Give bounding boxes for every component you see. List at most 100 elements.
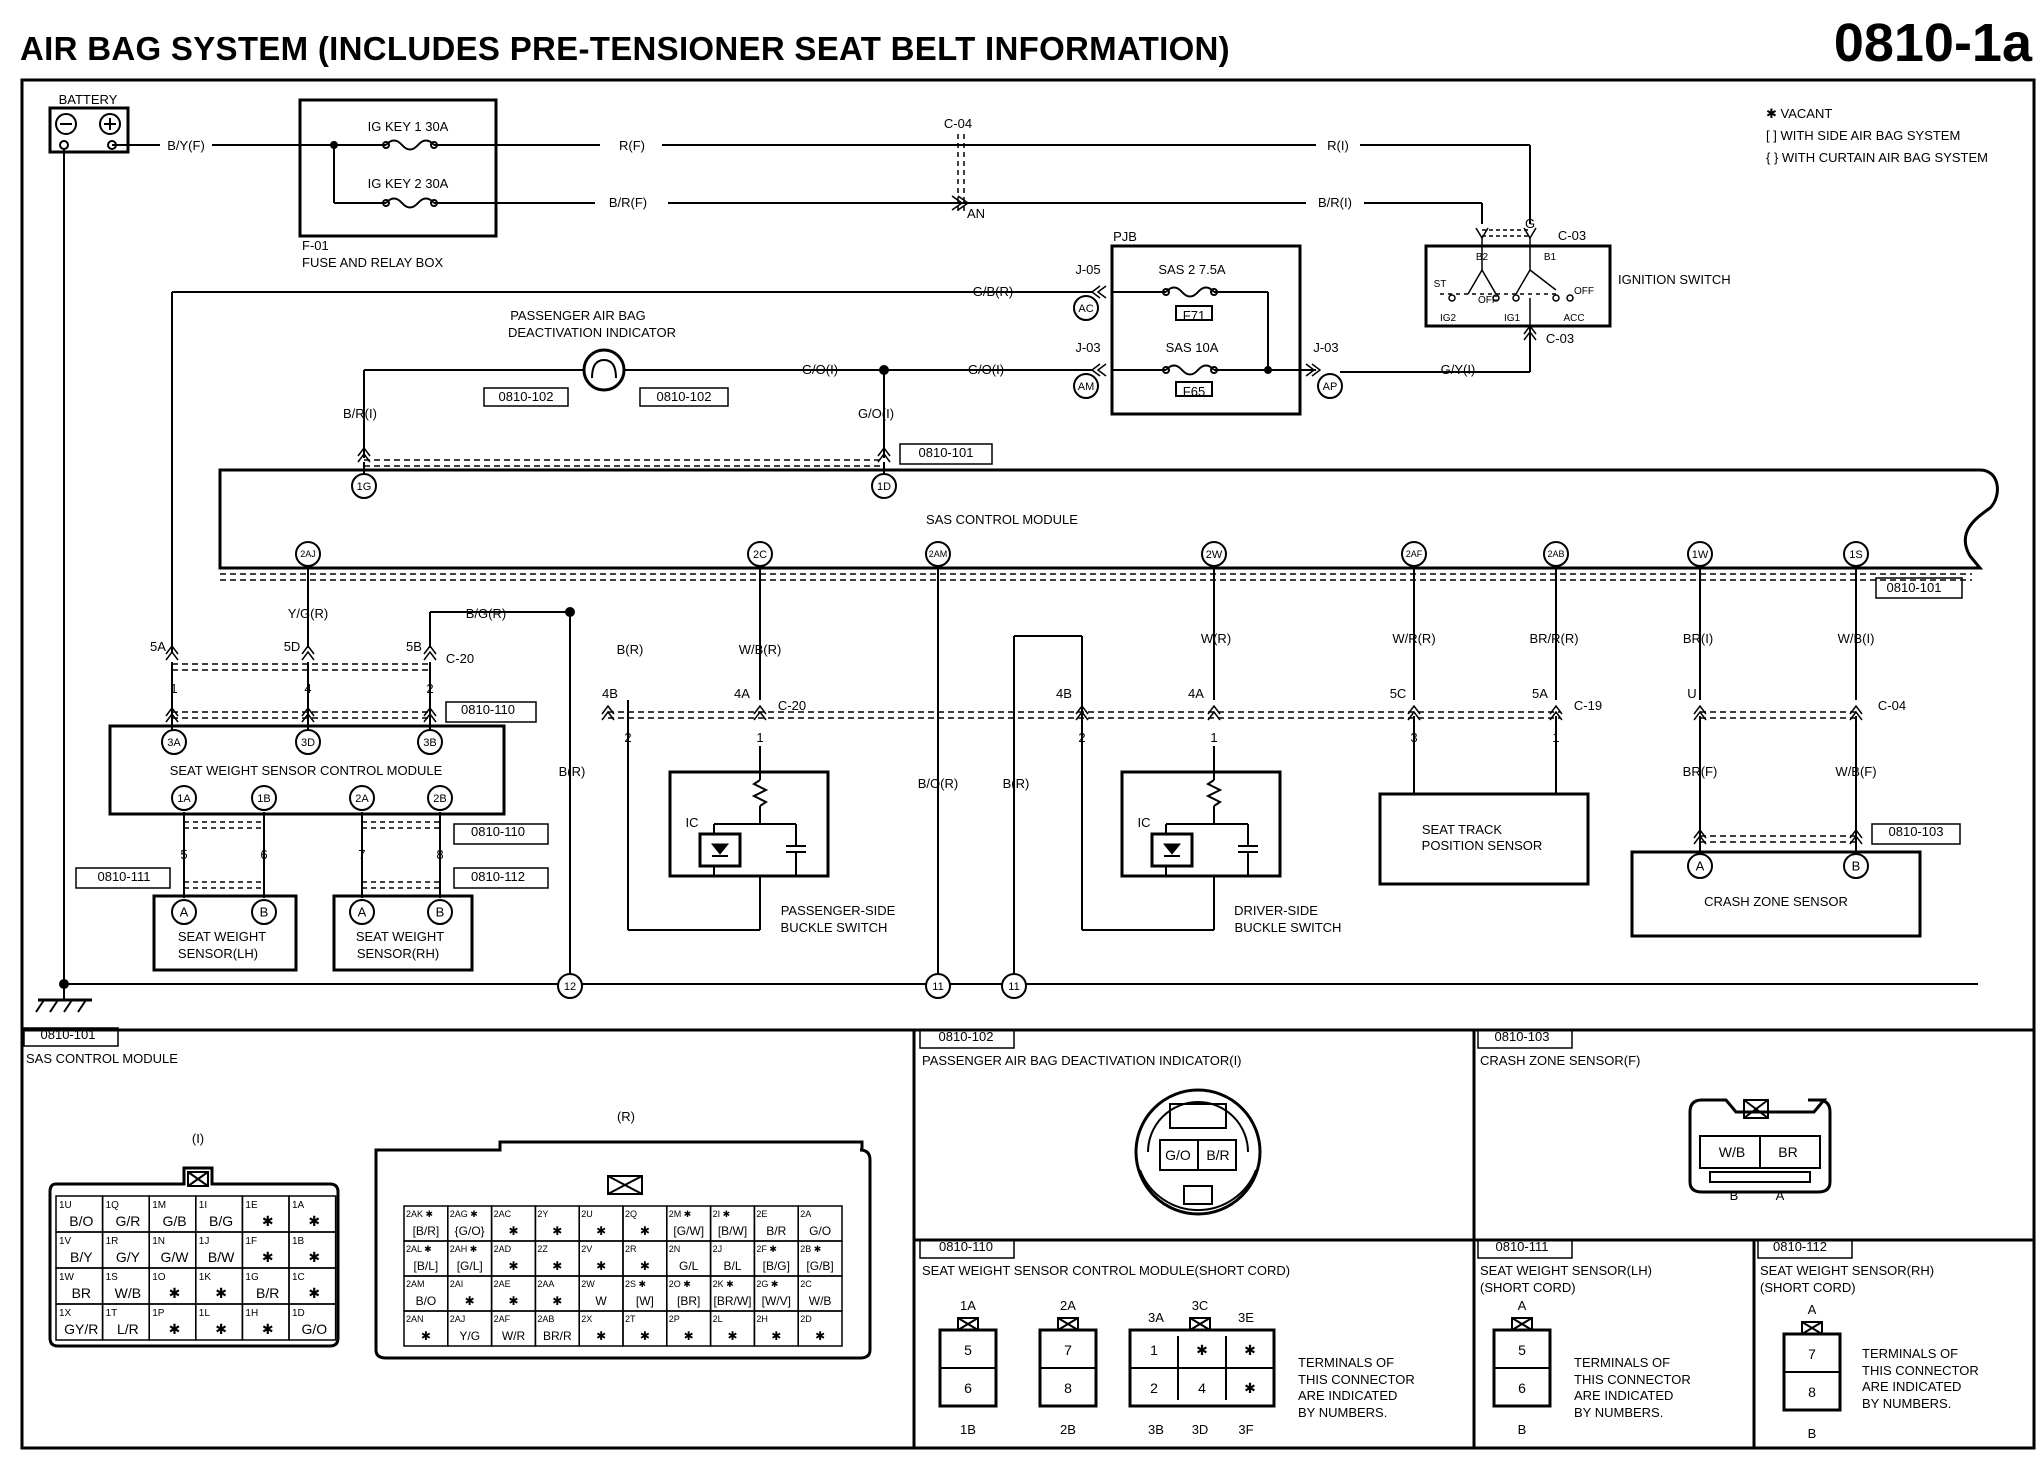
wire-color: B/Y bbox=[70, 1249, 93, 1265]
wire-color: BR/R bbox=[543, 1329, 572, 1343]
diagram-label: ACC bbox=[1563, 313, 1584, 324]
terminal-id: 2I ✱ bbox=[713, 1209, 731, 1219]
connector-pin-label: 1B bbox=[257, 793, 270, 805]
page-code: 0810-1a bbox=[1833, 13, 2032, 73]
wire-color: W bbox=[595, 1294, 607, 1308]
terminal-number: ✱ bbox=[1196, 1342, 1208, 1358]
terminal-id: 1P bbox=[152, 1308, 165, 1319]
wire-color: [B/G] bbox=[763, 1259, 790, 1273]
connector-pin-label: 2C bbox=[753, 549, 767, 561]
diagram-label: PASSENGER AIR BAG bbox=[510, 308, 646, 323]
connector-pin-circle bbox=[1201, 541, 1227, 567]
wire-color: G/O bbox=[809, 1224, 831, 1238]
terminal-id: 1G bbox=[245, 1272, 259, 1283]
connector-pin-circle bbox=[417, 729, 443, 755]
wire-color: ✱ bbox=[640, 1329, 650, 1343]
wire-color: [BR] bbox=[677, 1294, 700, 1308]
connector-pin-label: AC bbox=[1078, 303, 1093, 315]
diagram-label: PASSENGER-SIDE bbox=[781, 903, 896, 918]
terminal-id: 2Y bbox=[537, 1209, 548, 1219]
terminal-id: 1C bbox=[292, 1272, 305, 1283]
terminal-id: 2AA bbox=[537, 1279, 554, 1289]
diagram-label: ARE INDICATED bbox=[1862, 1379, 1961, 1394]
diagram-label: C-04 bbox=[1878, 698, 1906, 713]
terminal-id: 2O ✱ bbox=[669, 1279, 691, 1289]
connector-pin-circle bbox=[1073, 295, 1099, 321]
diagram-label: PJB bbox=[1113, 229, 1137, 244]
diagram-label: THIS CONNECTOR bbox=[1862, 1363, 1979, 1378]
diagram-label: B/G(R) bbox=[466, 606, 506, 621]
terminal-id: 2AN bbox=[406, 1314, 424, 1324]
diagram-label: CRASH ZONE SENSOR bbox=[1704, 894, 1848, 909]
terminal-id: 2N bbox=[669, 1244, 681, 1254]
terminal-number: ✱ bbox=[1244, 1380, 1256, 1396]
wire-color: [B/R] bbox=[413, 1224, 440, 1238]
diagram-label: J-03 bbox=[1075, 340, 1100, 355]
diagram-label: R(I) bbox=[1327, 138, 1349, 153]
wire-color: [G/W] bbox=[673, 1224, 704, 1238]
diagram-label: 2 bbox=[1078, 730, 1085, 745]
terminal-id: 2M ✱ bbox=[669, 1209, 692, 1219]
terminal-id: 2AC bbox=[494, 1209, 512, 1219]
connector-pin-circle bbox=[427, 785, 453, 811]
connector-pin-label: 2W bbox=[1206, 549, 1223, 561]
diagram-label: G/O(I) bbox=[858, 406, 894, 421]
terminal-number: 5 bbox=[964, 1342, 972, 1358]
wire-color: B/O bbox=[416, 1294, 437, 1308]
diagram-label: SEAT WEIGHT bbox=[356, 929, 444, 944]
diagram-label: J-03 bbox=[1313, 340, 1338, 355]
terminal-id: 2AF bbox=[494, 1314, 511, 1324]
diagram-label: 0810-102 bbox=[939, 1029, 994, 1044]
terminal-id: 1D bbox=[292, 1308, 305, 1319]
wire-color: G/O bbox=[1165, 1147, 1191, 1163]
diagram-label: 2B bbox=[1060, 1422, 1076, 1437]
wire-color: ✱ bbox=[169, 1285, 181, 1301]
wire-color: ✱ bbox=[465, 1294, 475, 1308]
diagram-label: THIS CONNECTOR bbox=[1574, 1372, 1691, 1387]
wire-color: ✱ bbox=[596, 1259, 606, 1273]
diagram-label: 3A bbox=[1148, 1310, 1164, 1325]
connector-pin-circle bbox=[1687, 853, 1713, 879]
wire-color: [B/L] bbox=[414, 1259, 439, 1273]
diagram-label: C-03 bbox=[1546, 331, 1574, 346]
terminal-id: 2AG ✱ bbox=[450, 1209, 478, 1219]
wire-color: ✱ bbox=[508, 1294, 518, 1308]
indicator-connector bbox=[1134, 1088, 1262, 1216]
wire-color: W/B bbox=[809, 1294, 832, 1308]
terminal-id: 2T bbox=[625, 1314, 636, 1324]
wire-color: ✱ bbox=[508, 1259, 518, 1273]
diagram-label: DEACTIVATION INDICATOR bbox=[508, 325, 676, 340]
wire-color: B/L bbox=[723, 1259, 741, 1273]
terminal-id: 1I bbox=[199, 1200, 207, 1211]
wire-color: W/R bbox=[502, 1329, 526, 1343]
connector-pin-circle bbox=[351, 473, 377, 499]
legend-item: [ ] WITH SIDE AIR BAG SYSTEM bbox=[1766, 128, 1960, 143]
terminal-id: 1E bbox=[245, 1200, 258, 1211]
page-title: AIR BAG SYSTEM (INCLUDES PRE-TENSIONER S… bbox=[20, 30, 1230, 67]
connector-pin-circle bbox=[1843, 853, 1869, 879]
terminal-id: 1J bbox=[199, 1236, 210, 1247]
crash-zone-sensor bbox=[1630, 850, 1922, 938]
terminal-id: 2G ✱ bbox=[756, 1279, 778, 1289]
diagram-label: W/B(I) bbox=[1838, 631, 1875, 646]
wire-color: G/Y bbox=[116, 1249, 141, 1265]
diagram-label: 5A bbox=[150, 639, 166, 654]
terminal-id: 2V bbox=[581, 1244, 592, 1254]
wire-color: B/W bbox=[208, 1249, 235, 1265]
diagram-label: 2 bbox=[624, 730, 631, 745]
connector-pin-label: 3B bbox=[423, 737, 436, 749]
wire-color: ✱ bbox=[215, 1321, 227, 1337]
wire-color: ✱ bbox=[640, 1224, 650, 1238]
wire-color: ✱ bbox=[262, 1249, 274, 1265]
wire-color: [B/W] bbox=[718, 1224, 747, 1238]
connector-pin-circle bbox=[925, 973, 951, 999]
wire-color: ✱ bbox=[508, 1224, 518, 1238]
connector-pin-circle bbox=[251, 785, 277, 811]
diagram-label: 4A bbox=[734, 686, 750, 701]
terminal-id: 2J bbox=[713, 1244, 723, 1254]
wire-color: [W/V] bbox=[762, 1294, 791, 1308]
diagram-label: C-03 bbox=[1558, 228, 1586, 243]
diagram-label: 4 bbox=[304, 681, 311, 696]
terminal-id: 2L bbox=[713, 1314, 723, 1324]
